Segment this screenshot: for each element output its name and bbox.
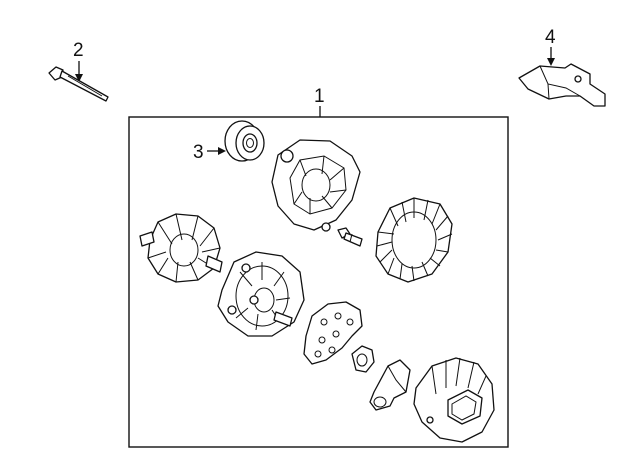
callout-4-arrowhead	[547, 58, 555, 66]
callout-3: 3	[193, 142, 204, 163]
callout-4: 4	[545, 27, 556, 48]
regulator-part	[369, 359, 411, 411]
callout-2-arrowhead	[75, 74, 83, 82]
terminal-bolt-part	[337, 227, 363, 247]
rectifier-part	[303, 301, 363, 365]
front-housing-part	[271, 139, 361, 232]
assembly-frame	[128, 116, 509, 448]
callout-2: 2	[73, 40, 84, 61]
bracket-cover-part	[518, 63, 606, 107]
bolt-part	[48, 66, 109, 102]
stator-part	[375, 197, 453, 283]
rear-housing-part	[217, 251, 305, 337]
pulley-part	[224, 120, 265, 162]
brush-holder-part	[351, 345, 375, 373]
callout-3-arrowhead	[218, 147, 226, 155]
rear-cover-part	[413, 357, 495, 443]
callout-1: 1	[314, 86, 325, 107]
rotor-part	[139, 213, 223, 283]
